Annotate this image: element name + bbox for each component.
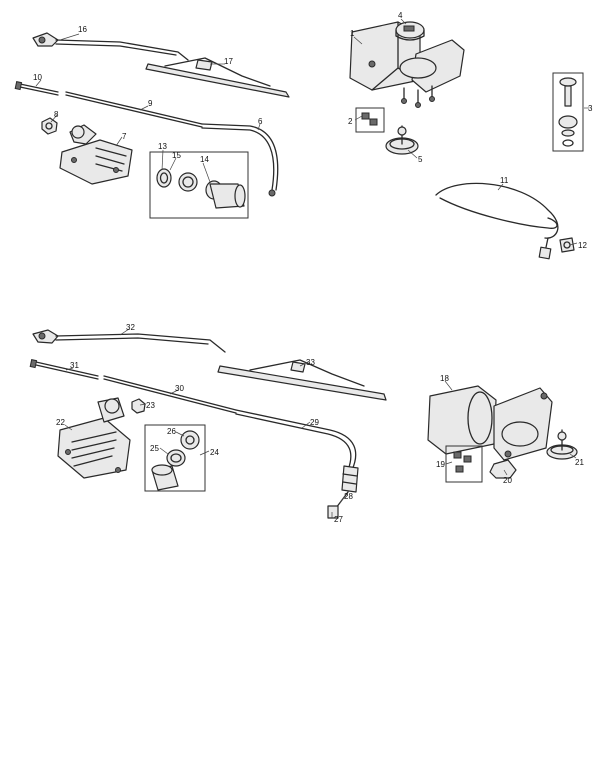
part-3-parts-kit [552,72,584,152]
callout-29: 29 [310,418,319,427]
part-18-wiper-motor [427,385,553,461]
callout-labels: 1 2 3 4 5 6 7 8 9 10 11 12 13 14 15 16 1… [33,11,593,524]
callout-11: 11 [500,176,509,185]
callout-13: 13 [158,142,167,151]
part-6-rack-tube [201,123,279,197]
part-15-bush [156,168,172,188]
part-25-bush [166,449,186,467]
callout-24: 24 [210,448,219,457]
callout-18: 18 [440,374,449,383]
part-13-spacer [178,172,198,192]
part-28-ferrule [341,465,359,493]
callout-2: 2 [348,117,353,126]
part-11-cable [435,182,559,260]
callout-3: 3 [588,104,593,113]
part-29-rack-tube [235,409,357,471]
part-32-wiper-arm [32,329,226,353]
callout-30: 30 [175,384,184,393]
part-5-gear [385,125,419,155]
leader-lines [35,18,589,518]
detail-box-24-26 [144,424,206,492]
callout-23: 23 [146,401,155,410]
callout-32: 32 [126,323,135,332]
part-14-ferrule [205,180,246,209]
callout-25: 25 [150,444,159,453]
part-22-wheelbox [57,397,131,479]
callout-6: 6 [258,117,263,126]
callout-17: 17 [224,57,233,66]
part-23-nut [131,398,146,414]
callout-28: 28 [344,492,353,501]
part-27-end-cap [327,491,349,519]
detail-box-13-15 [149,151,249,219]
part-16-wiper-arm [32,32,189,61]
callout-21: 21 [575,458,584,467]
callout-1: 1 [350,29,355,38]
part-24-ferrule [151,464,179,491]
part-12-connector [559,237,575,253]
callout-12: 12 [578,241,587,250]
callout-9: 9 [148,99,153,108]
part-31-spindle [29,359,99,380]
part-17-wiper-blade [145,57,290,98]
part-20-cover [489,459,517,479]
part-33-wiper-blade [217,359,387,401]
part-8-nut [41,117,58,135]
callout-26: 26 [167,427,176,436]
callout-15: 15 [172,151,181,160]
callout-4: 4 [398,11,403,20]
callout-27: 27 [334,515,343,524]
part-7-wheelbox [59,124,133,185]
callout-33: 33 [306,358,315,367]
callout-8: 8 [54,110,59,119]
callout-5: 5 [418,155,423,164]
part-2-brushes [355,107,385,133]
callout-7: 7 [122,132,127,141]
callout-10: 10 [33,73,42,82]
part-4-motor-cover [395,21,425,41]
part-26-spacer [180,430,200,450]
part-30-drive-rack [103,375,237,414]
callout-16: 16 [78,25,87,34]
callout-31: 31 [70,361,79,370]
callout-20: 20 [503,476,512,485]
part-21-gear [546,429,578,460]
part-9-drive-rack [65,91,203,128]
callout-14: 14 [200,155,209,164]
callout-19: 19 [436,460,445,469]
part-10-spindle [14,81,59,96]
callout-22: 22 [56,418,65,427]
